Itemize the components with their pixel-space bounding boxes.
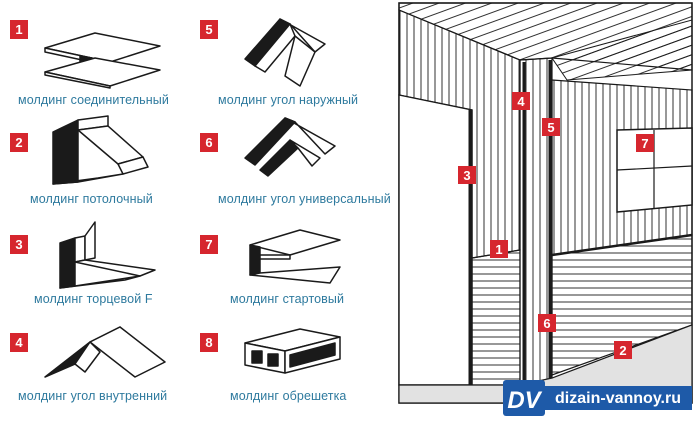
marker-8: 8 bbox=[200, 333, 218, 352]
scene-marker-5: 5 bbox=[542, 118, 560, 136]
profile-label-5: молдинг угол наружный bbox=[218, 93, 359, 107]
svg-text:6: 6 bbox=[543, 316, 550, 331]
profile-label-7: молдинг стартовый bbox=[230, 292, 345, 306]
joining-molding-line bbox=[551, 233, 693, 257]
scene-marker-2: 2 bbox=[614, 341, 632, 359]
profile-label-2: молдинг потолочный bbox=[30, 192, 153, 206]
outer-corner-molding-icon bbox=[244, 18, 326, 87]
svg-text:4: 4 bbox=[517, 94, 525, 109]
ceiling-molding-icon bbox=[52, 115, 149, 185]
svg-text:7: 7 bbox=[641, 136, 648, 151]
ceiling-panels-right bbox=[551, 19, 693, 81]
site-name-text: dizain-vannoy.ru bbox=[555, 390, 681, 407]
batten-molding-icon bbox=[244, 328, 341, 374]
marker-6: 6 bbox=[200, 133, 218, 152]
svg-text:3: 3 bbox=[463, 168, 470, 183]
scene-marker-6: 6 bbox=[538, 314, 556, 332]
scene-marker-7: 7 bbox=[636, 134, 654, 152]
marker-3: 3 bbox=[10, 235, 28, 254]
marker-5: 5 bbox=[200, 20, 218, 39]
joining-molding-icon bbox=[44, 32, 161, 89]
site-name-badge bbox=[545, 386, 692, 410]
site-watermark: DV dizain-vannoy.ru bbox=[503, 380, 692, 416]
scene-marker-4: 4 bbox=[512, 92, 530, 110]
profile-label-3: молдинг торцевой F bbox=[34, 292, 153, 306]
svg-text:1: 1 bbox=[495, 242, 502, 257]
marker-7: 7 bbox=[200, 235, 218, 254]
marker-4: 4 bbox=[10, 333, 28, 352]
profile-label-4: молдинг угол внутренний bbox=[18, 389, 168, 403]
svg-text:5: 5 bbox=[547, 120, 554, 135]
dv-logo-badge bbox=[503, 380, 545, 416]
left-wall-horizontal-panels bbox=[471, 249, 521, 386]
svg-text:2: 2 bbox=[619, 343, 626, 358]
profile-label-8: молдинг обрешетка bbox=[230, 389, 347, 403]
marker-2: 2 bbox=[10, 133, 28, 152]
door-opening bbox=[398, 94, 473, 386]
profile-label-1: молдинг соединительный bbox=[18, 93, 169, 107]
inner-corner-molding-icon bbox=[44, 326, 166, 378]
marker-1: 1 bbox=[10, 20, 28, 39]
scene-marker-1: 1 bbox=[490, 240, 508, 258]
window-frame bbox=[616, 165, 693, 171]
starter-molding-icon bbox=[249, 229, 341, 284]
dv-logo-text: DV bbox=[507, 387, 542, 414]
universal-corner-molding-icon bbox=[244, 117, 336, 177]
scene-marker-3: 3 bbox=[458, 166, 476, 184]
room-installation-scene: 4 5 7 3 1 6 2 DV dizain-vannoy.ru bbox=[398, 2, 693, 416]
profile-label-6: молдинг угол универсальный bbox=[218, 192, 391, 206]
end-f-molding-icon bbox=[59, 221, 156, 289]
